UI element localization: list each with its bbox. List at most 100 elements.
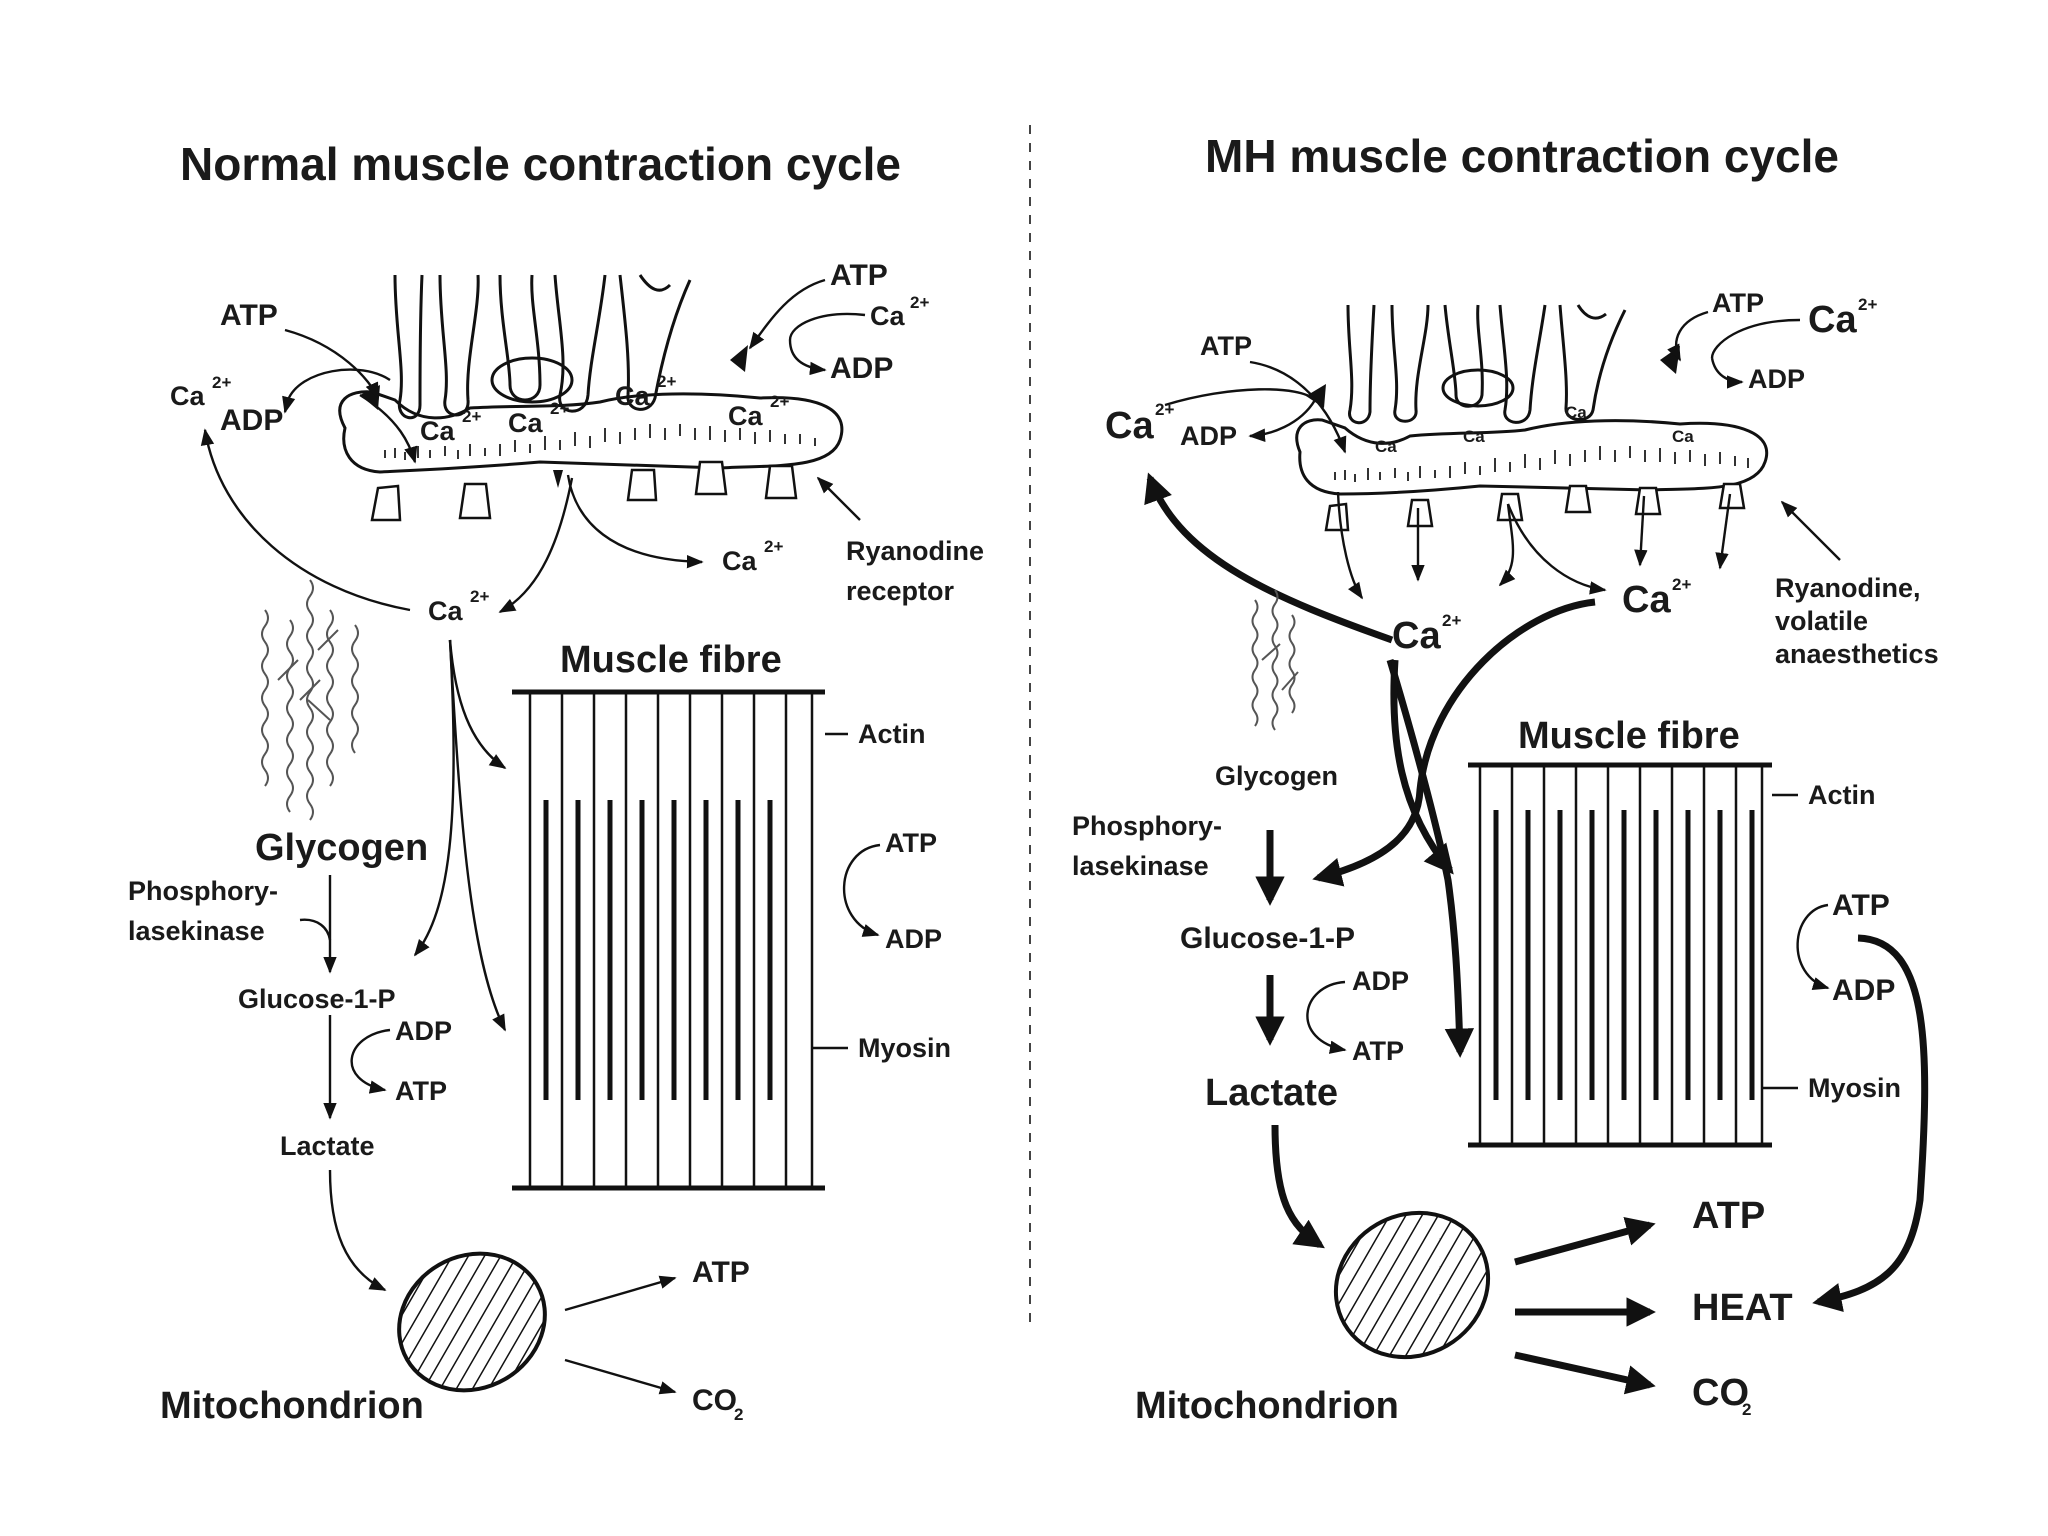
- left-adp-right-arrow: [788, 339, 827, 376]
- right-fibre-atp-adp-arrow: [1796, 903, 1830, 991]
- right-ca-right-sup: 2+: [1672, 575, 1691, 594]
- left-ca-center: Ca: [428, 596, 463, 626]
- right-title: MH muscle contraction cycle: [1205, 130, 1839, 182]
- left-sr-calcium-dots: [384, 424, 816, 460]
- right-atp-glucose-label: ATP: [1352, 1036, 1404, 1066]
- left-mitochondrion: [397, 1251, 547, 1393]
- right-sr-ca-3: Ca: [1565, 403, 1587, 422]
- right-ca-left: Ca: [1392, 615, 1441, 657]
- left-adp-glucose-label: ADP: [395, 1016, 452, 1046]
- right-atp-top-left: ATP: [1200, 331, 1252, 361]
- right-panel: MH muscle contraction cycle ATP Ca 2+: [1072, 130, 1939, 1427]
- right-adp-atp-arrow: [1306, 980, 1347, 1054]
- right-ca-pump-left: [1306, 384, 1326, 408]
- right-glycogen-label: Glycogen: [1215, 761, 1338, 791]
- left-release-channel: [553, 470, 563, 488]
- left-glycogen-label: Glycogen: [255, 827, 428, 869]
- right-actin-label: Actin: [1808, 780, 1876, 810]
- right-ca-left-sup: 2+: [1442, 611, 1461, 630]
- left-glycogen-chains: [261, 579, 359, 821]
- left-ryanodine-label: Ryanodine: [846, 536, 984, 566]
- left-receptor-label: receptor: [846, 576, 955, 606]
- right-atp-top-right: ATP: [1712, 288, 1764, 318]
- right-atp-fibre-label: ATP: [1832, 889, 1890, 922]
- right-phosphory-label: Phosphory-: [1072, 811, 1222, 841]
- left-adp-top-left: ADP: [220, 404, 283, 437]
- left-atp-top-right: ATP: [830, 259, 888, 292]
- left-ca-release-arrow: [566, 474, 704, 569]
- right-heat-out-label: HEAT: [1692, 1287, 1793, 1329]
- right-lactate-label: Lactate: [1205, 1072, 1338, 1114]
- right-ca-in-right: [1710, 318, 1801, 359]
- right-ca-to-glucose-thick-arrow: [1312, 598, 1596, 887]
- left-adp-atp-arrow: [350, 1028, 391, 1094]
- left-ryanodine-feet: [370, 460, 798, 522]
- right-ca-top-right: Ca: [1808, 299, 1857, 341]
- left-fibre-atp-adp-arrow: [842, 843, 881, 937]
- right-t-tubules: [1346, 304, 1627, 425]
- left-sr-ca-1: Ca: [420, 416, 455, 446]
- left-sr-ca-4-sup: 2+: [770, 392, 789, 411]
- right-volatile-label: volatile: [1775, 606, 1868, 636]
- right-ca-top-left: Ca: [1105, 405, 1154, 447]
- left-sr-ca-3-sup: 2+: [657, 372, 676, 391]
- left-title: Normal muscle contraction cycle: [180, 138, 901, 190]
- left-ca-to-center-arrow: [498, 477, 574, 614]
- left-adp-fibre-label: ADP: [885, 924, 942, 954]
- right-ca-right: Ca: [1622, 579, 1671, 621]
- left-lactate-label: Lactate: [280, 1131, 375, 1161]
- left-ca-top-right-sup: 2+: [910, 293, 929, 312]
- right-myosin-label: Myosin: [1808, 1073, 1901, 1103]
- left-ca-top-right: Ca: [870, 301, 905, 331]
- left-muscle-fibre-label: Muscle fibre: [560, 639, 782, 681]
- right-ca-release-arrows: [1336, 491, 1732, 600]
- left-co2-out-label: CO: [692, 1384, 737, 1417]
- right-mitochondrion-label: Mitochondrion: [1135, 1385, 1399, 1427]
- right-sr-ca-1: Ca: [1375, 437, 1397, 456]
- left-mitochondrion-label: Mitochondrion: [160, 1385, 424, 1427]
- left-ca-release: Ca: [722, 546, 757, 576]
- right-adp-right-arrow: [1710, 357, 1744, 389]
- left-atp-arrow: [284, 328, 380, 400]
- left-ca-top-left-sup: 2+: [212, 373, 231, 392]
- left-kinase-link: [299, 918, 332, 941]
- left-ca-center-sup: 2+: [470, 587, 489, 606]
- right-adp-glucose-label: ADP: [1352, 966, 1409, 996]
- right-mito-co2-arrow: [1514, 1351, 1656, 1395]
- right-mitochondrion: [1333, 1210, 1491, 1360]
- left-ca-to-actin-arrow: [448, 639, 507, 770]
- left-atp-glucose-label: ATP: [395, 1076, 447, 1106]
- right-sarcoplasmic-reticulum: [1295, 418, 1769, 496]
- left-sarcoplasmic-reticulum: [338, 390, 844, 474]
- left-adp-arrow-path: [282, 368, 391, 414]
- right-ryanodine-label: Ryanodine,: [1775, 573, 1921, 603]
- left-adp-top-right: ADP: [830, 352, 893, 385]
- left-ca-into-sr-arrow: [359, 393, 418, 464]
- left-glucose-label: Glucose-1-P: [238, 984, 396, 1014]
- right-muscle-fibre: [1468, 762, 1772, 1148]
- right-ca-return-thick-arrow: [1144, 472, 1394, 644]
- right-muscle-fibre-label: Muscle fibre: [1518, 715, 1740, 757]
- left-ca-top-left: Ca: [170, 381, 205, 411]
- left-atp-right-arrow: [749, 278, 826, 350]
- left-sr-ca-1-sup: 2+: [462, 407, 481, 426]
- right-mito-atp-arrow: [1514, 1217, 1656, 1266]
- left-atp-fibre-label: ATP: [885, 828, 937, 858]
- right-sr-calcium-dots: [1334, 446, 1749, 482]
- left-lasekinase-label: lasekinase: [128, 916, 265, 946]
- right-ca-top-right-sup: 2+: [1858, 295, 1877, 314]
- left-sr-ca-2-sup: 2+: [550, 399, 569, 418]
- right-adp-top-left: ADP: [1180, 421, 1237, 451]
- left-muscle-fibre: [512, 689, 825, 1191]
- left-ca-to-myosin-arrow: [448, 639, 507, 1032]
- left-ca-return-arrow: [200, 428, 411, 612]
- right-sr-ca-4: Ca: [1672, 427, 1694, 446]
- right-lactate-to-mito-arrow: [1271, 1124, 1325, 1249]
- left-ca-right-arrow: [788, 312, 866, 341]
- left-actin-label: Actin: [858, 719, 926, 749]
- left-ca-release-sup: 2+: [764, 537, 783, 556]
- left-sr-ca-3: Ca: [615, 381, 650, 411]
- right-anaesthetics-label: anaesthetics: [1775, 639, 1939, 669]
